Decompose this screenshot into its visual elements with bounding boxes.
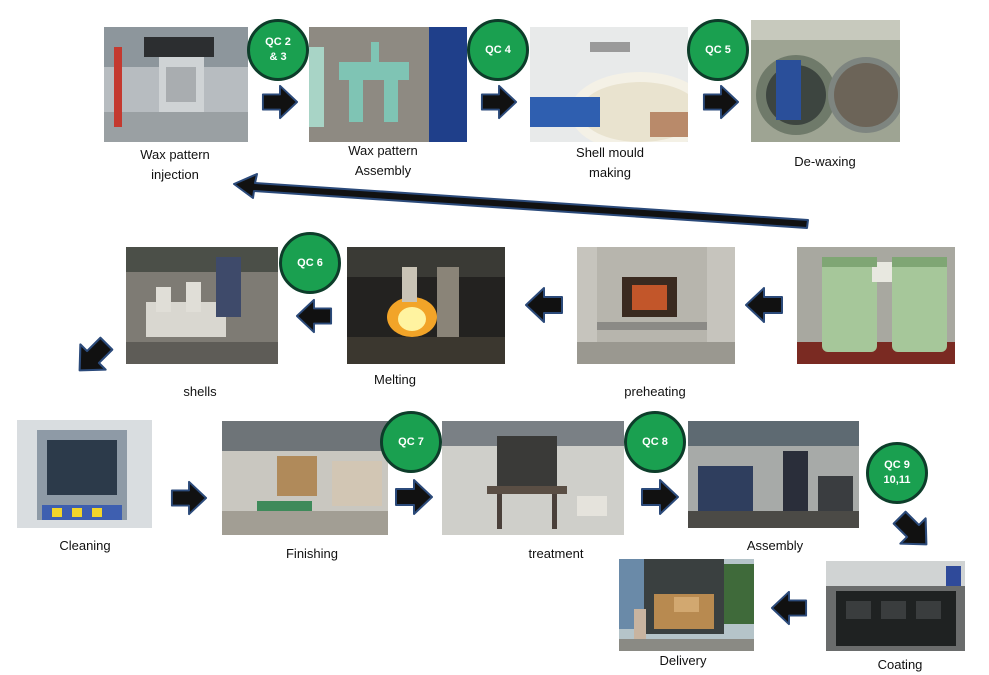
wax-injection-caption: Wax pattern injection: [140, 147, 210, 182]
long-arrow-left-icon: [228, 170, 812, 240]
wax-assembly-photo: [309, 27, 467, 142]
arrow-right-icon: [640, 476, 680, 518]
arrow-left-icon: [295, 296, 333, 336]
shells-photo: [126, 247, 278, 364]
wax-injection-photo: [104, 27, 248, 142]
assembly-caption: Assembly: [746, 538, 804, 553]
preheating-caption: preheating: [624, 384, 686, 399]
melting-caption: Melting: [374, 372, 416, 387]
treatment-photo: [442, 421, 624, 535]
qc-badge-6: QC 6: [279, 232, 341, 294]
delivery-photo: [619, 559, 754, 651]
finishing-caption: Finishing: [285, 546, 339, 561]
arrow-right-icon: [394, 476, 434, 518]
wax-assembly-caption: Wax pattern Assembly: [348, 143, 418, 178]
qc-badge-8: QC 8: [624, 411, 686, 473]
shell-mould-photo: [530, 27, 688, 142]
qc-badge-4: QC 4: [467, 19, 529, 81]
coating-caption: Coating: [877, 657, 923, 672]
dewax-tanks-photo: [797, 247, 955, 364]
qc-badge-5: QC 5: [687, 19, 749, 81]
qc-badge-9-10-11: QC 9 10,11: [866, 442, 928, 504]
arrow-right-icon: [261, 82, 299, 122]
qc-badge-7: QC 7: [380, 411, 442, 473]
arrow-right-icon: [170, 478, 208, 518]
arrow-left-icon: [744, 284, 784, 326]
shells-caption: shells: [183, 384, 217, 399]
coating-photo: [826, 561, 965, 651]
delivery-caption: Delivery: [659, 653, 707, 668]
treatment-caption: treatment: [528, 546, 584, 561]
shell-mould-caption: Shell mould making: [576, 145, 644, 180]
dewaxing-caption: De-waxing: [794, 154, 856, 169]
preheating-photo: [577, 247, 735, 364]
arrow-right-icon: [480, 82, 518, 122]
qc-badge-2-3: QC 2 & 3: [247, 19, 309, 81]
arrow-left-icon: [770, 588, 808, 628]
arrow-left-icon: [524, 284, 564, 326]
finishing-photo: [222, 421, 388, 535]
assembly-photo: [688, 421, 859, 528]
cleaning-photo: [17, 420, 152, 528]
dewaxing-photo: [751, 20, 900, 142]
melting-photo: [347, 247, 505, 364]
arrow-down-left-icon: [63, 327, 122, 386]
cleaning-caption: Cleaning: [59, 538, 111, 553]
arrow-down-right-icon: [883, 501, 942, 560]
arrow-right-icon: [702, 82, 740, 122]
